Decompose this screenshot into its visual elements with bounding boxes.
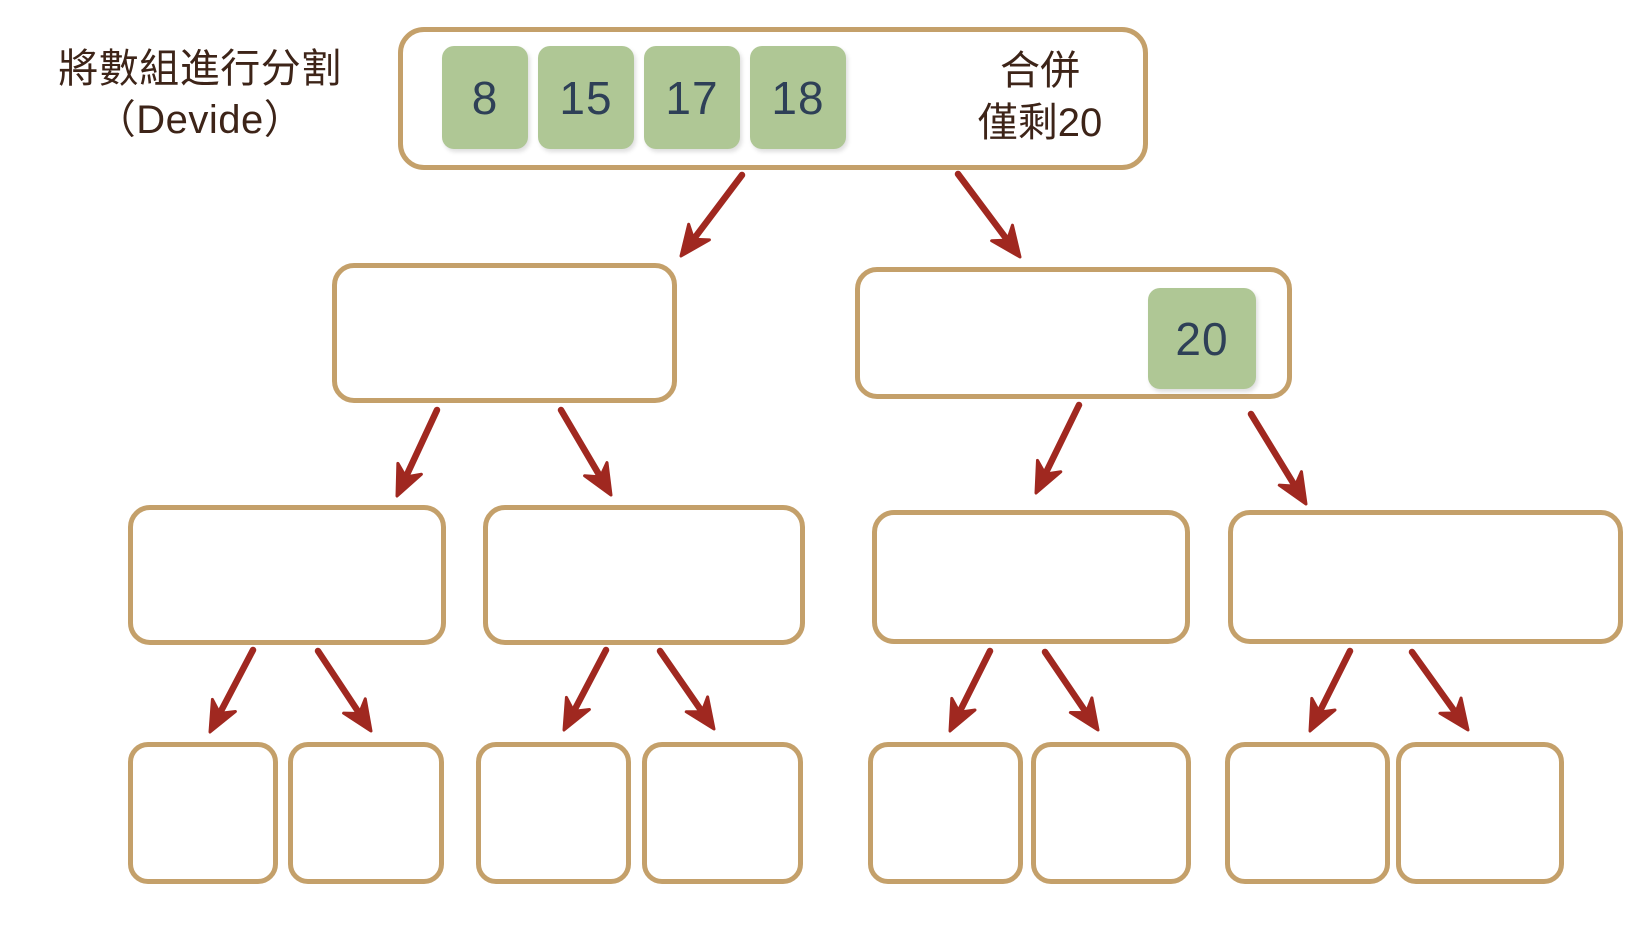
tree-node-ll [128,505,446,645]
tree-node-rr [1228,510,1623,644]
tree-node-lrl [476,742,631,884]
tree-node-rlr [1031,742,1191,884]
node-note: 合併 僅剩20 [977,49,1103,145]
arrow-lr-to-lrr [656,647,716,731]
arrow-rr-to-rrr [1408,648,1470,732]
arrow-lr-to-lrl [562,646,610,732]
tree-node-rrl [1225,742,1390,884]
value-cell: 15 [538,46,634,149]
arrow-rl-to-rlr [1041,648,1100,732]
tree-node-lrr [642,742,803,884]
value-cell: 18 [750,46,846,149]
arrow-ll-to-lll [208,646,257,734]
arrow-rl-to-rll [948,647,994,733]
value-cell: 20 [1148,288,1256,389]
tree-node-llr [288,742,444,884]
tree-node-lll [128,742,278,884]
tree-node-lr [483,505,805,645]
divide-caption: 將數組進行分割 （Devide） [58,47,342,143]
arrow-root-to-r [954,170,1022,259]
value-cell: 17 [644,46,740,149]
tree-node-l [332,263,677,403]
arrow-l-to-ll [395,406,441,498]
value-cell: 8 [442,46,528,149]
arrow-rr-to-rrl [1308,647,1354,733]
tree-node-rll [868,742,1023,884]
tree-node-rl [872,510,1190,644]
tree-node-rrr [1396,742,1564,884]
arrow-l-to-lr [557,406,613,497]
arrow-r-to-rl [1034,401,1083,495]
arrow-r-to-rr [1247,410,1308,506]
arrow-ll-to-llr [314,647,373,733]
arrow-root-to-l [679,171,746,258]
